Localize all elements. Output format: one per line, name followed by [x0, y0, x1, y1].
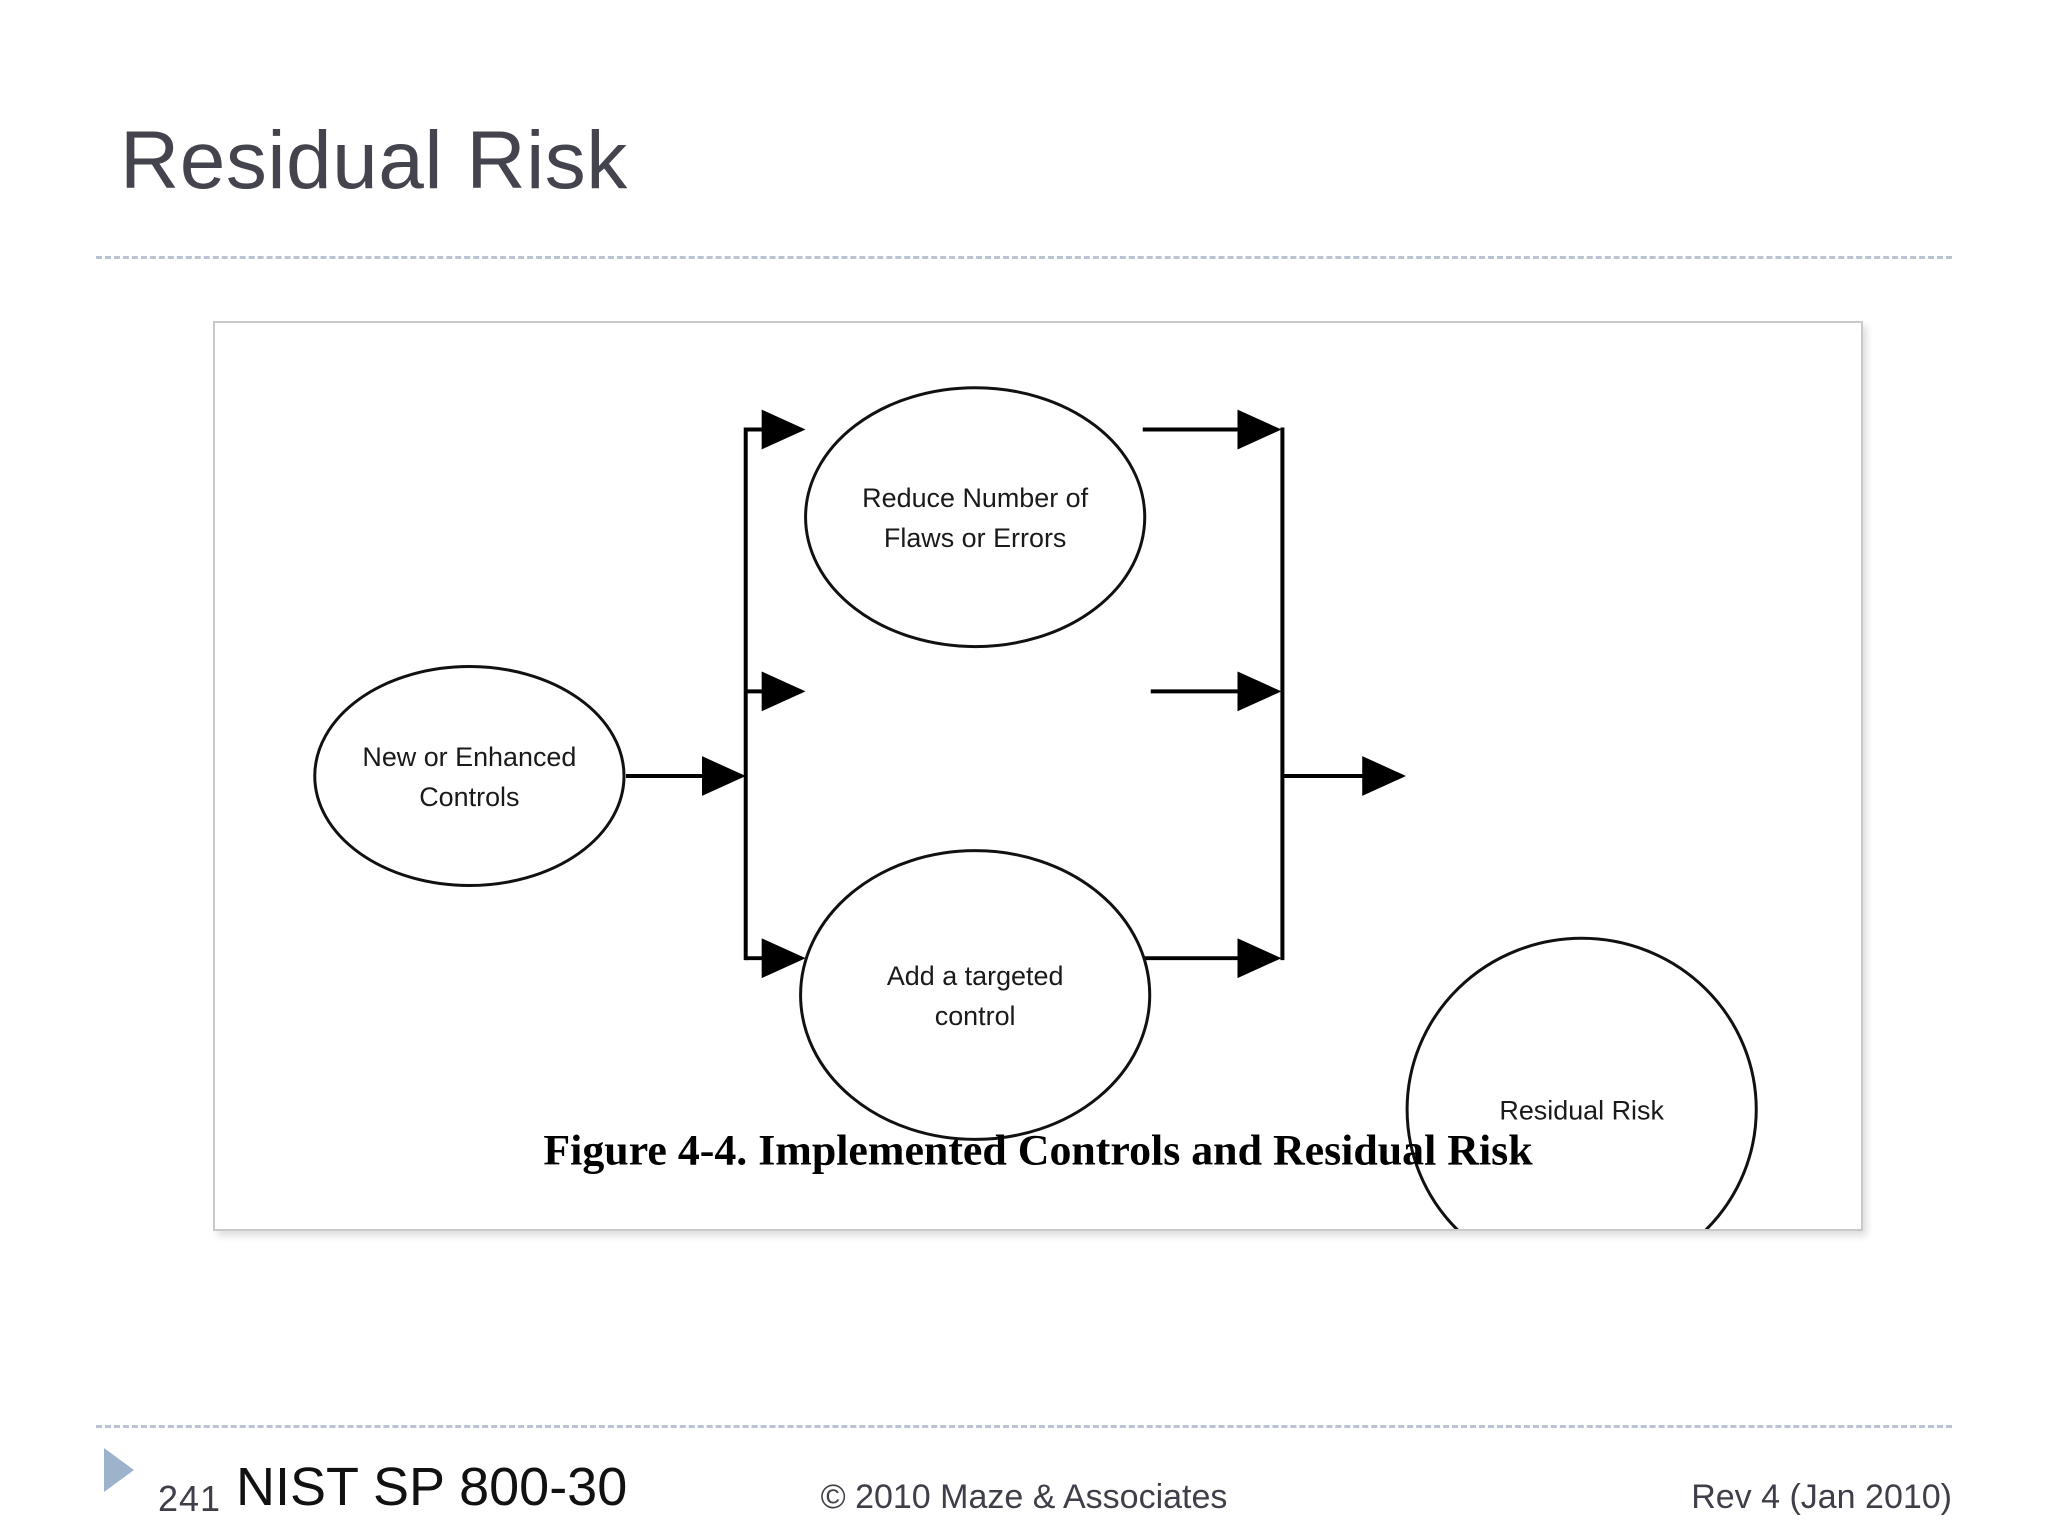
node-add-a-targeted-control[interactable]: Add a targeted control	[799, 849, 1152, 1141]
ellipse-shape	[799, 849, 1152, 1141]
node-label-line1: Reduce Number of	[862, 483, 1088, 513]
page-number: 241	[158, 1478, 222, 1519]
node-new-or-enhanced-controls[interactable]: New or Enhanced Controls	[313, 664, 626, 888]
triangle-right-icon	[104, 1448, 134, 1492]
ellipse-shape	[1405, 936, 1758, 1229]
footer-revision: Rev 4 (Jan 2010)	[1691, 1478, 1952, 1516]
node-label-line1: Residual Risk	[1499, 1096, 1664, 1126]
figure-caption: Figure 4-4. Implemented Controls and Res…	[543, 1126, 1533, 1174]
residual-risk-diagram: New or Enhanced Controls Reduce Number o…	[313, 386, 1758, 1229]
footer-copyright: © 2010 Maze & Associates	[820, 1478, 1228, 1516]
node-residual-risk[interactable]: Residual Risk	[1405, 936, 1758, 1229]
node-label-line2: Controls	[419, 782, 519, 812]
title-divider	[96, 256, 1952, 259]
node-label-line1: Add a targeted	[887, 961, 1064, 991]
ellipse-shape	[313, 664, 626, 888]
node-reduce-number-of-flaws-or-errors[interactable]: Reduce Number of Flaws or Errors	[804, 386, 1147, 649]
page-title: Residual Risk	[120, 115, 628, 206]
ellipse-shape	[804, 386, 1147, 649]
footer-document-title: NIST SP 800-30	[236, 1457, 628, 1517]
node-label-line2: Flaws or Errors	[884, 523, 1066, 553]
footer-divider	[96, 1425, 1952, 1428]
node-label-line2: control	[935, 1001, 1016, 1031]
figure-image-frame[interactable]: New or Enhanced Controls Reduce Number o…	[213, 321, 1863, 1231]
node-label-line1: New or Enhanced	[362, 742, 576, 772]
